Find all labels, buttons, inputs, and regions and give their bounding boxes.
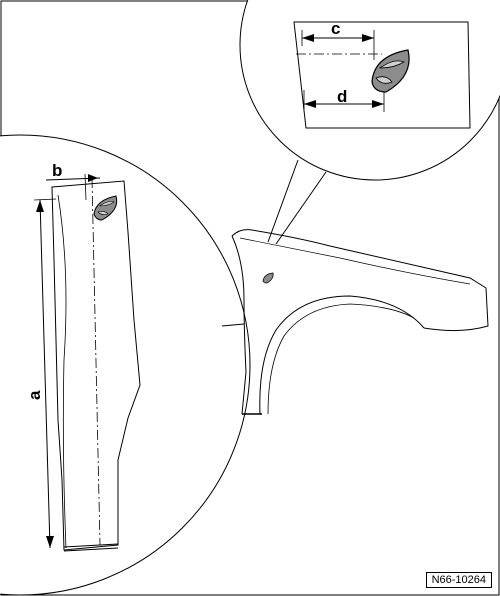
dimension-b: b xyxy=(45,161,101,182)
top-detail-circle: c d xyxy=(239,0,500,245)
fender-badge-icon xyxy=(262,272,274,284)
dimension-c: c xyxy=(302,19,374,42)
label-c: c xyxy=(331,19,340,38)
top-badge-icon xyxy=(371,49,410,93)
dimension-a: a xyxy=(25,198,57,549)
label-a: a xyxy=(25,390,44,400)
left-detail-circle: b a xyxy=(0,134,251,596)
left-badge-icon xyxy=(93,195,118,221)
fender-overview xyxy=(221,229,489,415)
label-d: d xyxy=(337,87,347,106)
dimension-d: d xyxy=(304,87,384,108)
reference-code: N66-10264 xyxy=(425,572,492,588)
label-b: b xyxy=(52,161,62,180)
